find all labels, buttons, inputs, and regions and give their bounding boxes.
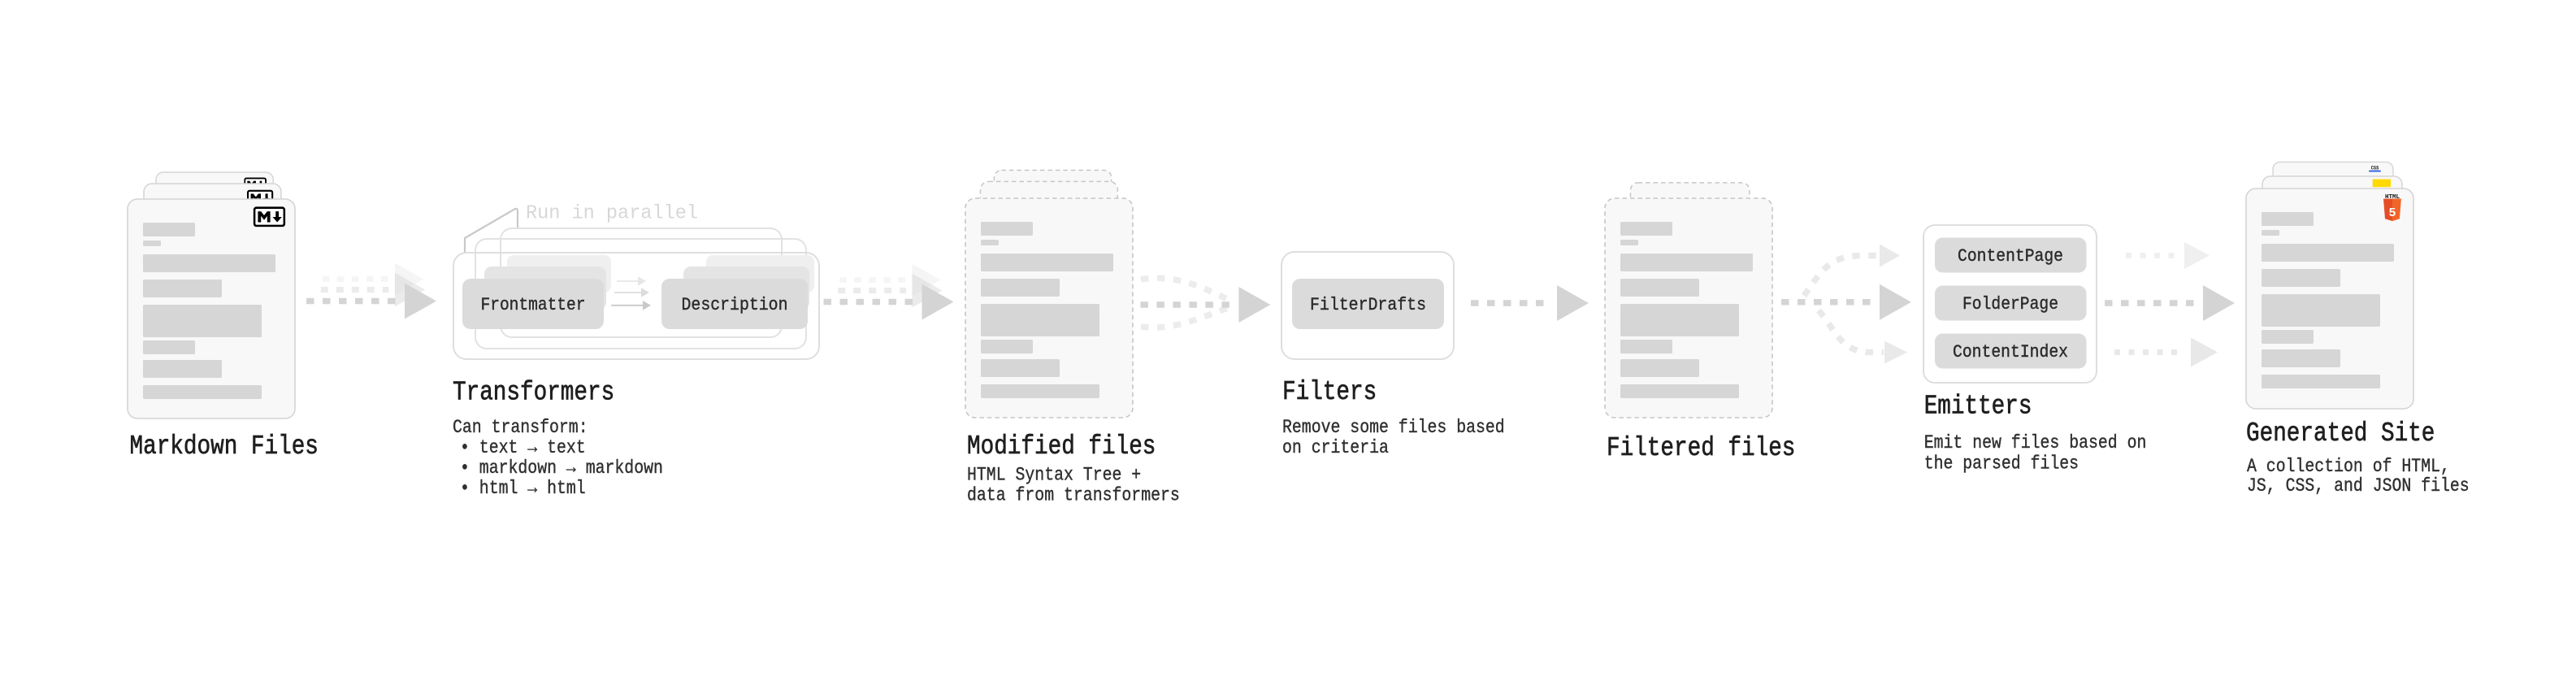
svg-text:Modified files: Modified files: [967, 431, 1156, 462]
svg-text:JS, CSS, and JSON files: JS, CSS, and JSON files: [2247, 475, 2470, 496]
svg-text:5: 5: [2388, 206, 2396, 220]
svg-text:Run in parallel: Run in parallel: [526, 202, 698, 224]
svg-text:Transformers: Transformers: [453, 377, 614, 407]
svg-text:CSS: CSS: [2371, 166, 2379, 171]
svg-text:HTML Syntax Tree +: HTML Syntax Tree +: [967, 465, 1141, 486]
svg-text:Generated Site: Generated Site: [2246, 418, 2435, 449]
svg-text:data from transformers: data from transformers: [967, 485, 1180, 506]
svg-text:Can transform:: Can transform:: [453, 417, 588, 438]
svg-text:Description: Description: [682, 295, 788, 315]
svg-text:FolderPage: FolderPage: [1962, 294, 2058, 314]
svg-text:Markdown Files: Markdown Files: [130, 431, 319, 462]
svg-text:Frontmatter: Frontmatter: [481, 295, 586, 315]
svg-text:on criteria: on criteria: [1282, 437, 1389, 458]
svg-text:Remove some files based: Remove some files based: [1282, 417, 1505, 438]
svg-text:FilterDrafts: FilterDrafts: [1310, 295, 1426, 315]
svg-text:the parsed files: the parsed files: [1924, 453, 2079, 475]
svg-text:Emit new files based on: Emit new files based on: [1924, 432, 2147, 453]
svg-text:ContentPage: ContentPage: [1958, 246, 2063, 267]
svg-text:ContentIndex: ContentIndex: [1953, 342, 2068, 362]
svg-text:• text → text: • text → text: [460, 437, 586, 458]
svg-text:Filters: Filters: [1282, 377, 1377, 407]
svg-text:Emitters: Emitters: [1924, 392, 2032, 422]
svg-text:• html → html: • html → html: [460, 478, 586, 499]
svg-text:A collection of HTML,: A collection of HTML,: [2247, 456, 2450, 477]
svg-text:• markdown → markdown: • markdown → markdown: [460, 457, 663, 479]
svg-text:Filtered files: Filtered files: [1607, 433, 1795, 463]
svg-text:HTML: HTML: [2385, 194, 2400, 201]
